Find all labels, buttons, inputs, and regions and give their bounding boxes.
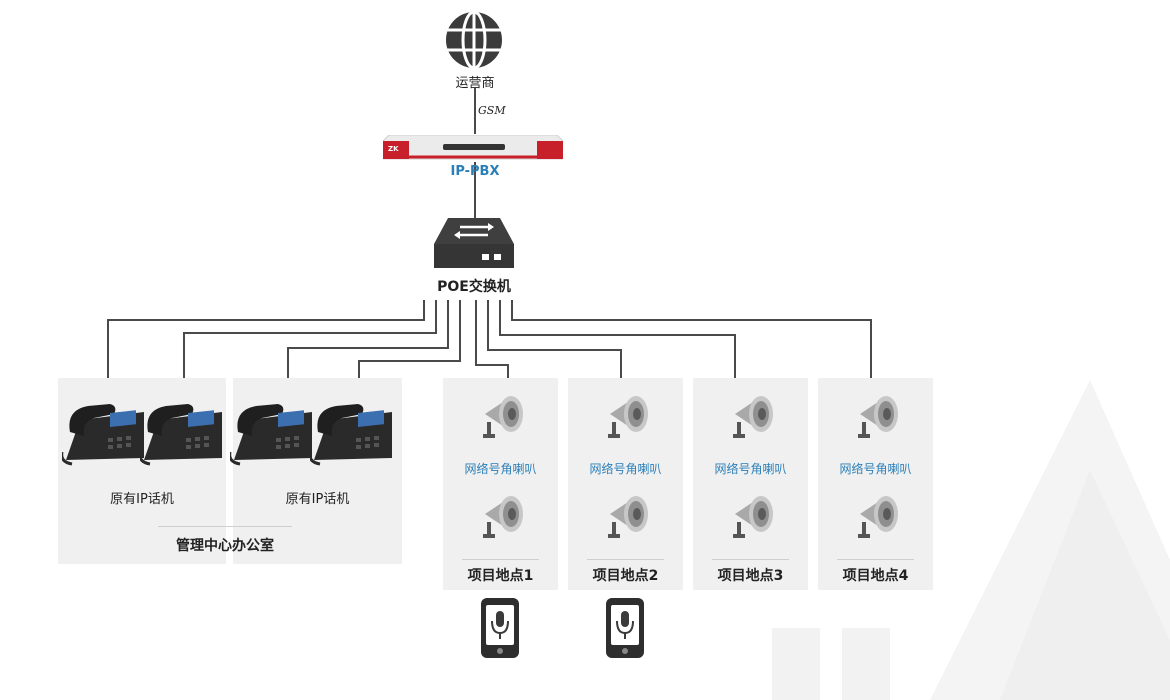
site-separator <box>462 559 539 560</box>
office-separator <box>158 526 292 527</box>
horn-speaker-icon <box>483 496 523 538</box>
horn-label: 网络号角喇叭 <box>714 462 787 476</box>
mic-terminal-icon <box>606 598 644 658</box>
wire-site-3 <box>499 300 736 378</box>
wire-site-4 <box>511 300 872 378</box>
wire-site-1 <box>475 300 509 378</box>
pbx-device-icon <box>383 135 563 160</box>
gsm-link-label: GSM <box>478 104 506 117</box>
wire-phone-1 <box>107 300 425 378</box>
site-title: 项目地点2 <box>592 568 659 584</box>
office-group-label-2: 原有IP话机 <box>285 492 350 507</box>
globe-icon <box>446 10 502 70</box>
horn-speaker-icon <box>733 396 773 438</box>
wire-site-2 <box>487 300 622 378</box>
ip-phone-icon <box>62 404 144 466</box>
horn-speaker-icon <box>608 396 648 438</box>
horn-speaker-icon <box>608 496 648 538</box>
horn-label: 网络号角喇叭 <box>839 462 912 476</box>
horn-speaker-icon <box>858 496 898 538</box>
site-separator <box>712 559 789 560</box>
carrier-label: 运营商 <box>455 76 495 91</box>
horn-speaker-icon <box>483 396 523 438</box>
pbx-label: IP-PBX <box>450 164 500 179</box>
switch-icon <box>434 218 514 268</box>
wire-phone-2 <box>183 300 437 378</box>
office-title: 管理中心办公室 <box>176 538 274 554</box>
horn-label: 网络号角喇叭 <box>589 462 662 476</box>
site-separator <box>587 559 664 560</box>
horn-speaker-icon <box>858 396 898 438</box>
office-group-label-1: 原有IP话机 <box>110 492 174 507</box>
ip-phone-icon <box>140 404 222 466</box>
site-title: 项目地点3 <box>717 568 784 584</box>
switch-label: POE交换机 <box>437 279 511 295</box>
horn-label: 网络号角喇叭 <box>464 462 537 476</box>
site-title: 项目地点1 <box>467 568 534 584</box>
horn-speaker-icon <box>733 496 773 538</box>
wire-phone-3 <box>287 300 449 378</box>
pbx-brand-logo: ZK <box>388 145 399 153</box>
ip-phone-icon <box>310 404 392 466</box>
site-separator <box>837 559 914 560</box>
wire-phone-4 <box>358 300 461 378</box>
ip-phone-icon <box>230 404 312 466</box>
mic-terminal-icon <box>481 598 519 658</box>
site-title: 项目地点4 <box>842 568 909 584</box>
